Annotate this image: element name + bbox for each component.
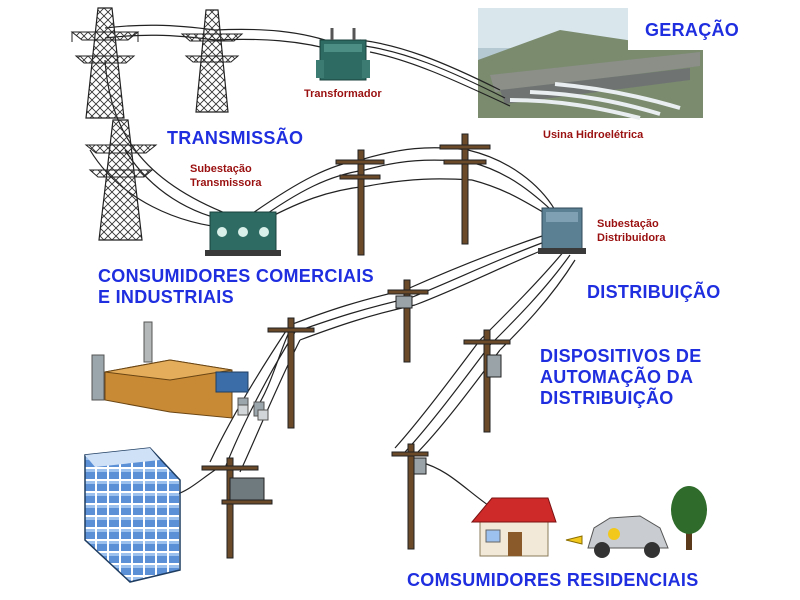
transmission-tower-3: [84, 119, 158, 241]
hydroelectric-plant-image: [478, 8, 748, 120]
label-dispositivos-automacao: DISPOSITIVOS DE AUTOMAÇÃO DA DISTRIBUIÇÃ…: [540, 346, 702, 408]
electric-car: [565, 515, 669, 558]
label-comsumidores-residenciais: COMSUMIDORES RESIDENCIAIS: [407, 570, 699, 590]
transmission-tower-1: [70, 7, 140, 119]
transformer-generation: [316, 28, 370, 81]
factory-building: [91, 321, 265, 419]
distribution-pole-5: [391, 443, 429, 550]
label-geracao: GERAÇÃO: [645, 20, 740, 40]
label-transformador: Transformador: [304, 88, 382, 100]
label-distribuicao: DISTRIBUIÇÃO: [587, 282, 721, 302]
label-subestacao-distribuidora: Subestação Distribuidora: [597, 218, 666, 244]
label-consumidores-comerciais: CONSUMIDORES COMERCIAIS E INDUSTRIAIS: [98, 266, 374, 307]
substation-distribution: [538, 207, 586, 254]
office-building: [84, 447, 181, 583]
distribution-pole-4: [201, 457, 273, 559]
distribution-pole-3: [463, 329, 511, 433]
label-transmissao: TRANSMISSÃO: [167, 128, 304, 148]
substation-transmission: [205, 211, 281, 256]
label-usina-hidroeletrica: Usina Hidroelétrica: [543, 129, 644, 141]
label-subestacao-transmissora: Subestação Transmissora: [190, 163, 262, 189]
service-meters: [237, 404, 269, 421]
transmission-tower-2: [180, 9, 244, 113]
utility-pole-2: [439, 133, 491, 245]
distribution-pole-2: [267, 317, 315, 429]
house: [470, 497, 557, 557]
distribution-pole-1: [387, 279, 429, 363]
tree: [671, 486, 707, 550]
utility-pole-1: [335, 149, 385, 256]
